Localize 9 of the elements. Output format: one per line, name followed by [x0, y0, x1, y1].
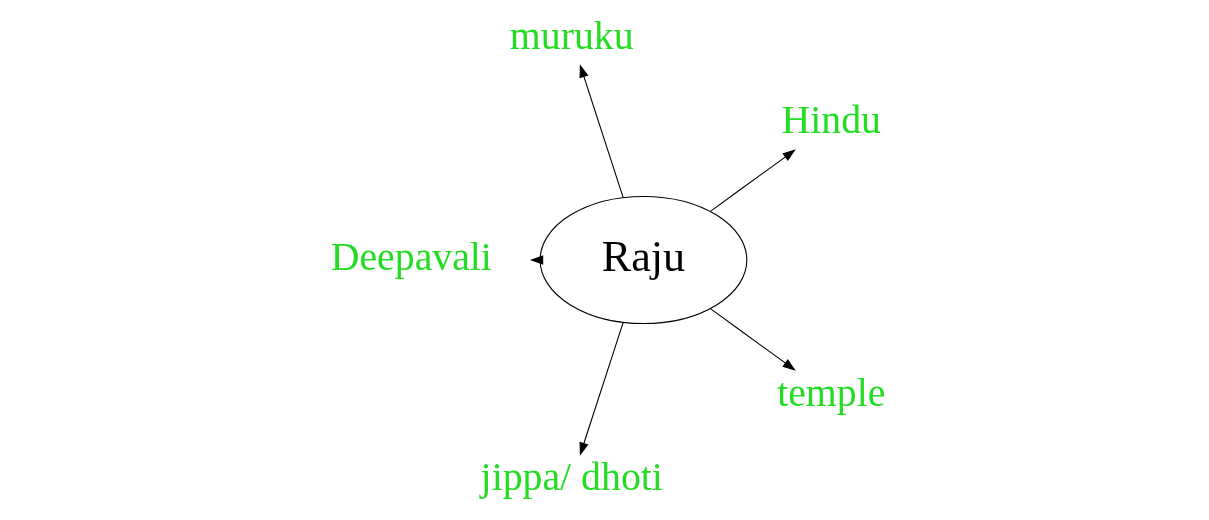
node-text: muruku: [509, 13, 634, 58]
arrow: [579, 321, 624, 456]
node-text: temple: [776, 371, 885, 416]
node-text: Hindu: [781, 98, 881, 143]
arrow: [579, 64, 624, 199]
arrow: [709, 149, 796, 212]
node-text: Deepavali: [330, 234, 492, 279]
arrow: [709, 308, 796, 371]
node-text: jippa/ dhoti: [480, 455, 663, 500]
